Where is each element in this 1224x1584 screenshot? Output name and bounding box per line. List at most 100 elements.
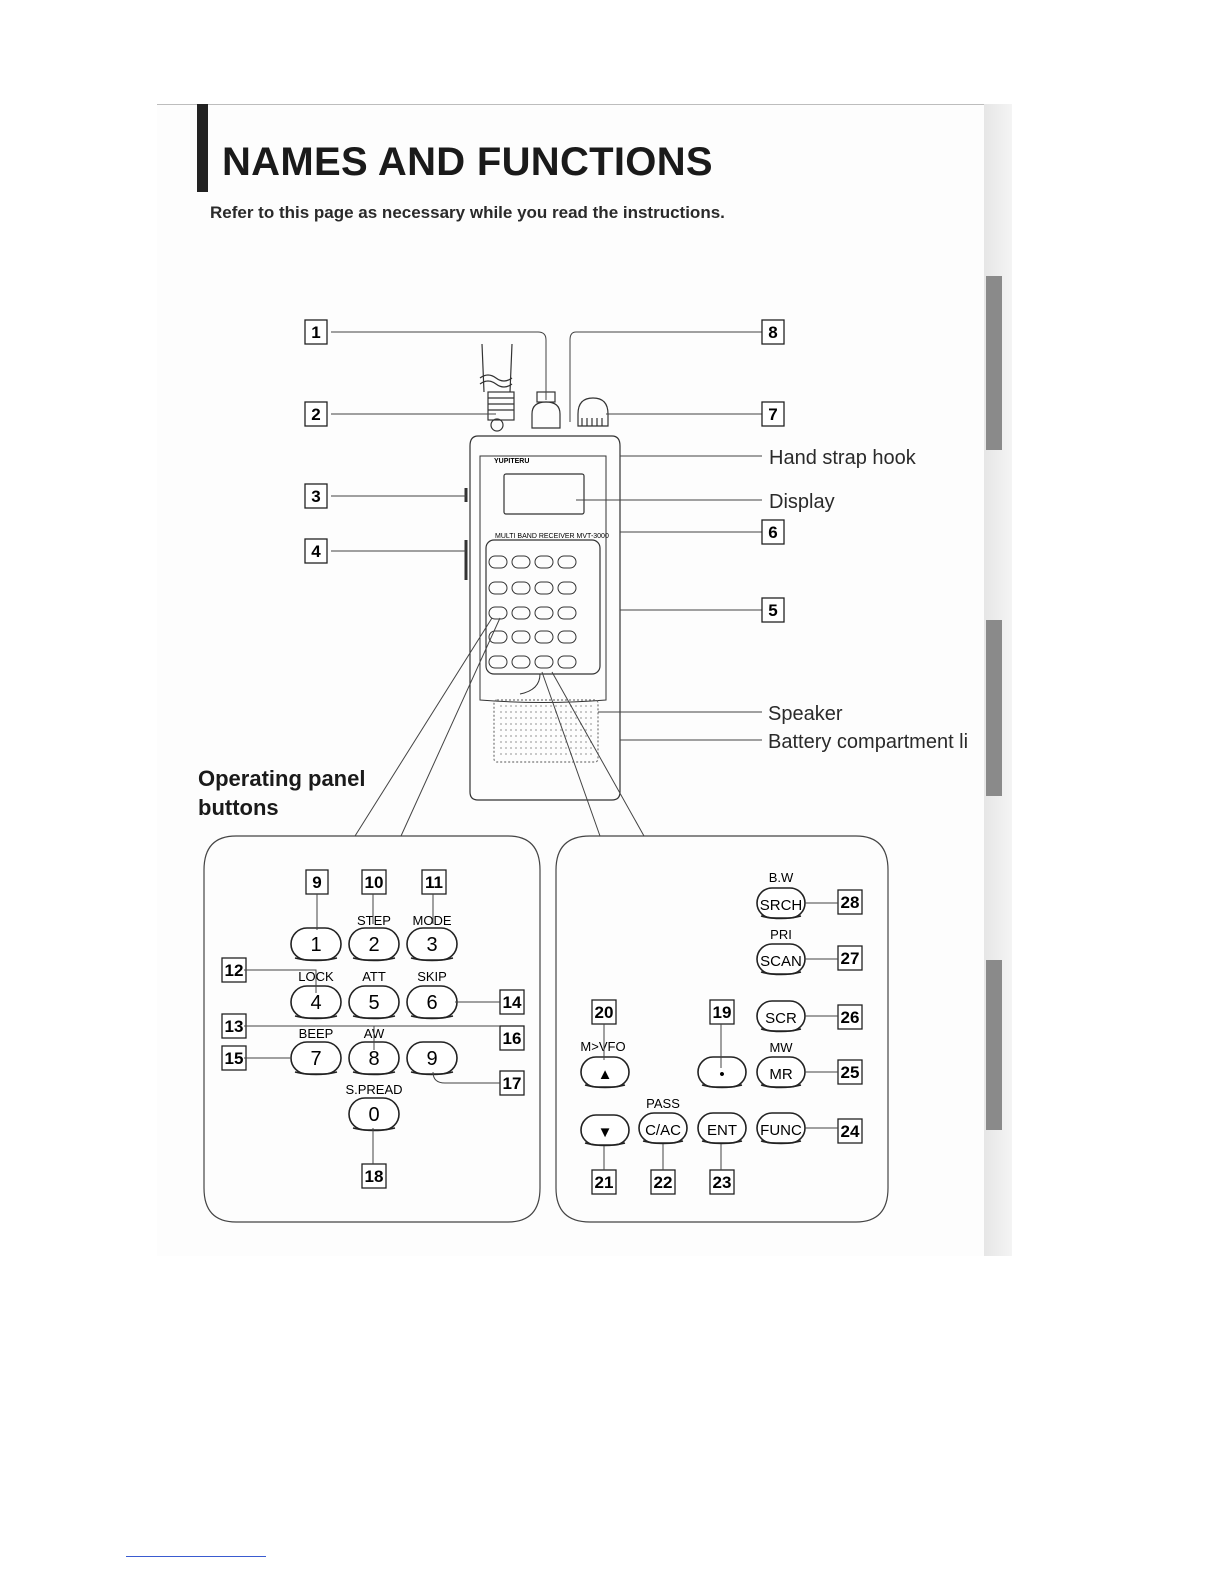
callout-number-6: 6 bbox=[761, 519, 785, 545]
svg-text:14: 14 bbox=[503, 993, 522, 1012]
svg-text:1: 1 bbox=[310, 934, 321, 956]
svg-text:•: • bbox=[719, 1066, 724, 1083]
svg-text:MR: MR bbox=[769, 1066, 792, 1083]
svg-text:10: 10 bbox=[365, 873, 384, 892]
label-spread: S.PREAD bbox=[345, 1082, 402, 1097]
key-scr: SCR bbox=[756, 1000, 806, 1033]
svg-text:▼: ▼ bbox=[598, 1124, 613, 1141]
svg-text:0: 0 bbox=[368, 1104, 379, 1126]
label-step: STEP bbox=[357, 913, 391, 928]
index-tab bbox=[986, 960, 1002, 1130]
callout-number-2: 2 bbox=[304, 401, 328, 427]
svg-text:ENT: ENT bbox=[707, 1122, 737, 1139]
svg-text:6: 6 bbox=[426, 992, 437, 1014]
key-down: ▼ bbox=[580, 1114, 630, 1147]
page-top-rule bbox=[157, 104, 987, 105]
callout-number-25: 25 bbox=[837, 1059, 863, 1085]
footer-link-underline bbox=[126, 1556, 266, 1557]
svg-text:7: 7 bbox=[310, 1048, 321, 1070]
callout-number-9: 9 bbox=[305, 869, 329, 895]
key-1: 1 bbox=[290, 927, 342, 962]
callout-number-24: 24 bbox=[837, 1118, 863, 1144]
svg-text:26: 26 bbox=[841, 1008, 860, 1027]
svg-text:9: 9 bbox=[426, 1048, 437, 1070]
callout-number-15: 15 bbox=[221, 1045, 247, 1071]
svg-text:SRCH: SRCH bbox=[760, 897, 803, 914]
callout-number-26: 26 bbox=[837, 1004, 863, 1030]
svg-text:3: 3 bbox=[426, 934, 437, 956]
callout-number-27: 27 bbox=[837, 945, 863, 971]
right-panel-outline bbox=[555, 835, 889, 1223]
key-func: FUNC bbox=[756, 1112, 806, 1145]
callout-number-4: 4 bbox=[304, 538, 328, 564]
label-mvfo: M>VFO bbox=[580, 1039, 625, 1054]
svg-text:16: 16 bbox=[503, 1029, 522, 1048]
svg-text:7: 7 bbox=[768, 405, 777, 424]
svg-text:6: 6 bbox=[768, 523, 777, 542]
callout-battery-compartment: Battery compartment li bbox=[768, 731, 969, 753]
callout-hand-strap-hook: Hand strap hook bbox=[769, 447, 916, 469]
svg-text:FUNC: FUNC bbox=[760, 1122, 802, 1139]
panel-leaders bbox=[244, 894, 838, 1170]
key-up: ▲ bbox=[580, 1056, 630, 1089]
callout-number-20: 20 bbox=[591, 999, 617, 1025]
label-att: ATT bbox=[362, 969, 386, 984]
label-mode: MODE bbox=[413, 913, 452, 928]
callout-number-1: 1 bbox=[304, 319, 328, 345]
label-skip: SKIP bbox=[417, 969, 447, 984]
callout-number-13: 13 bbox=[221, 1013, 247, 1039]
radio-brand: YUPITERU bbox=[494, 458, 529, 465]
svg-text:4: 4 bbox=[310, 992, 321, 1014]
key-cac: C/AC bbox=[638, 1112, 688, 1145]
key-6: 6 bbox=[406, 985, 458, 1020]
callout-number-7: 7 bbox=[761, 401, 785, 427]
callout-number-19: 19 bbox=[709, 999, 735, 1025]
callout-number-8: 8 bbox=[761, 319, 785, 345]
svg-text:11: 11 bbox=[425, 873, 443, 892]
key-9: 9 bbox=[406, 1041, 458, 1076]
svg-text:▲: ▲ bbox=[598, 1066, 613, 1083]
label-pri: PRI bbox=[770, 927, 792, 942]
callout-number-18: 18 bbox=[361, 1163, 387, 1189]
svg-text:17: 17 bbox=[503, 1074, 522, 1093]
index-tab bbox=[986, 276, 1002, 450]
key-dot: • bbox=[697, 1056, 747, 1089]
radio-body-outline bbox=[469, 435, 621, 801]
key-0: 0 bbox=[348, 1097, 400, 1132]
svg-text:25: 25 bbox=[841, 1063, 860, 1082]
display-window bbox=[503, 473, 585, 515]
key-mr: MR bbox=[756, 1056, 806, 1089]
label-pass: PASS bbox=[646, 1096, 680, 1111]
svg-text:4: 4 bbox=[311, 542, 321, 561]
mini-keypad bbox=[488, 555, 577, 695]
svg-text:28: 28 bbox=[841, 893, 860, 912]
callout-number-21: 21 bbox=[591, 1169, 617, 1195]
key-3: 3 bbox=[406, 927, 458, 962]
svg-text:27: 27 bbox=[841, 949, 860, 968]
key-5: 5 bbox=[348, 985, 400, 1020]
callout-display: Display bbox=[769, 491, 835, 513]
label-mw: MW bbox=[769, 1040, 793, 1055]
svg-text:18: 18 bbox=[365, 1167, 384, 1186]
key-4: 4 bbox=[290, 985, 342, 1020]
key-7: 7 bbox=[290, 1041, 342, 1076]
radio-model: MULTI BAND RECEIVER MVT-3000 bbox=[495, 533, 609, 540]
key-srch: SRCH bbox=[756, 887, 806, 920]
key-2: 2 bbox=[348, 927, 400, 962]
callout-number-17: 17 bbox=[499, 1070, 525, 1096]
svg-text:SCAN: SCAN bbox=[760, 953, 802, 970]
svg-text:22: 22 bbox=[654, 1173, 673, 1192]
svg-text:8: 8 bbox=[768, 323, 777, 342]
svg-text:8: 8 bbox=[368, 1048, 379, 1070]
svg-text:9: 9 bbox=[312, 873, 321, 892]
index-tab bbox=[986, 620, 1002, 796]
callout-number-12: 12 bbox=[221, 957, 247, 983]
svg-text:5: 5 bbox=[768, 601, 777, 620]
svg-text:2: 2 bbox=[368, 934, 379, 956]
svg-text:2: 2 bbox=[311, 405, 320, 424]
key-ent: ENT bbox=[697, 1112, 747, 1145]
svg-text:20: 20 bbox=[595, 1003, 614, 1022]
title-accent-bar bbox=[197, 104, 208, 192]
